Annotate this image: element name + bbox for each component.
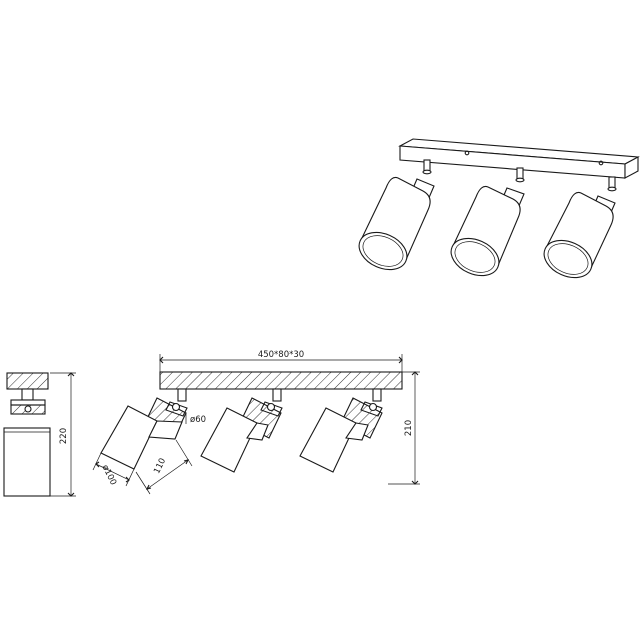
dimension-label-220: 220 [59,428,69,444]
iso-screw-hole-right [598,160,604,166]
front-spotlight-1: ø60 ø100 110 [92,388,206,495]
dimension-label-d100: ø100 [100,463,118,487]
isometric-view [358,138,640,279]
front-view: 450*80*30 ø60 ø100 [92,350,420,495]
dimension-label-d60: ø60 [190,415,206,425]
iso-spotlight-2 [450,167,525,277]
iso-spotlight-3 [543,176,617,279]
iso-base-plate [398,138,640,179]
front-spotlight-3 [299,388,383,473]
side-stem [21,388,34,401]
dimension-overall: 450*80*30 [159,350,403,372]
front-spotlight-2 [200,388,283,473]
dimension-210: 210 [388,371,420,485]
dimension-label-110: 110 [152,457,168,476]
side-shade [3,427,51,497]
side-base-plate [6,372,49,390]
dimension-label-210: 210 [404,420,414,436]
iso-spotlight-1 [358,159,435,271]
dimension-label-overall: 450*80*30 [258,350,304,360]
side-view: 220 [3,372,76,497]
dimension-220: 220 [50,372,76,497]
iso-screw-hole-left [464,150,470,156]
front-base-bar [159,371,403,390]
